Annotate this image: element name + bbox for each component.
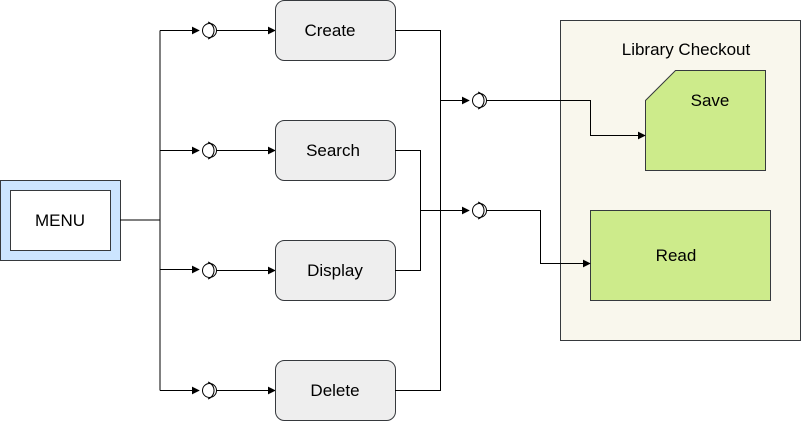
- search-label: Search: [306, 141, 360, 160]
- read-datastore[interactable]: [590, 210, 771, 301]
- branch-display: [160, 261, 276, 280]
- create-label: Create: [304, 21, 355, 40]
- display-label: Display: [307, 261, 363, 280]
- read-connectors: [395, 150, 591, 271]
- branch-search: [160, 141, 276, 160]
- menu-connectors: [120, 30, 161, 391]
- delete-label: Delete: [310, 381, 359, 400]
- save-label: Save: [691, 91, 730, 110]
- library-checkout-title: Library Checkout: [622, 40, 751, 59]
- read-label: Read: [656, 246, 697, 265]
- branch-delete: [160, 381, 276, 400]
- branch-create: [160, 21, 276, 40]
- menu-label: MENU: [35, 211, 85, 230]
- save-datastore[interactable]: [645, 70, 766, 171]
- menu-box[interactable]: [10, 190, 111, 251]
